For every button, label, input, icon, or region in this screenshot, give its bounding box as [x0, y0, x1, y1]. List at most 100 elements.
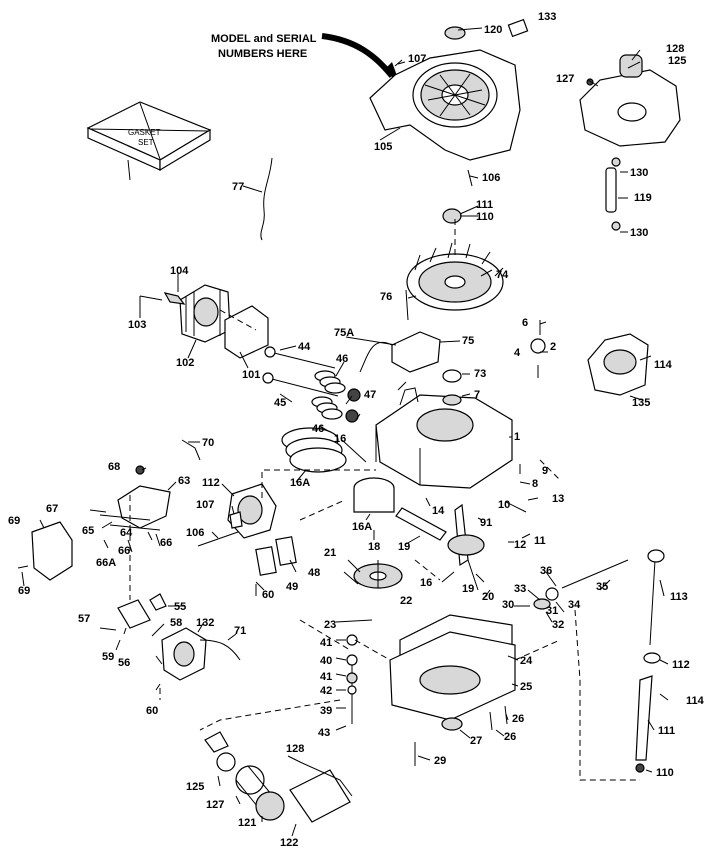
part-label-114: 114: [686, 695, 705, 707]
part-label-132: 132: [196, 617, 214, 629]
tube-111: [635, 675, 653, 761]
part-label: 107: [408, 53, 426, 65]
part-label: 127: [556, 73, 574, 85]
part-label-111: 111: [658, 725, 675, 737]
part-label-113: 113: [670, 591, 688, 603]
part-label-23: 23: [324, 619, 336, 631]
part-label: 91: [480, 517, 492, 529]
carburetor-132: [161, 627, 207, 681]
adapter-127: [216, 752, 236, 772]
part-label-60b: 60: [146, 705, 158, 717]
part-label-19b: 19: [462, 583, 474, 595]
part-label: 7: [474, 389, 480, 401]
part-label-25: 25: [520, 681, 532, 693]
part-label-36: 36: [540, 565, 552, 577]
piston-16a: [353, 477, 395, 513]
part-label: 69: [8, 515, 20, 527]
gasket-set-135: GASKET SET: [86, 101, 212, 172]
part-label-60a: 60: [262, 589, 274, 601]
part-label: 133: [538, 11, 556, 23]
washer-34: [545, 587, 559, 601]
part-label-128: 128: [286, 743, 304, 755]
part-label-32: 32: [552, 619, 564, 631]
part-label-122: 122: [280, 837, 298, 849]
blower-housing-95: [369, 49, 521, 161]
part-label-13: 13: [552, 493, 564, 505]
decal-130: [507, 18, 529, 38]
part-label-49: 49: [286, 581, 298, 593]
clamp-120-top: [611, 157, 621, 167]
part-label-8: 8: [532, 478, 538, 490]
spark-plug-94: [163, 292, 186, 305]
piston-rings-17: [281, 427, 347, 473]
part-label: 70: [202, 437, 214, 449]
part-label: 77: [232, 181, 244, 193]
part-label-41a: 41: [320, 637, 332, 649]
screw-106: [197, 531, 239, 547]
part-label: 16: [334, 433, 346, 445]
part-label: 6: [522, 317, 528, 329]
connecting-rod-19: [395, 507, 447, 541]
part-label-119: 119: [634, 192, 652, 204]
part-number-labels: 120 133 107 128 125 127 105 130 128 128 …: [8, 11, 705, 849]
screws-21: [343, 559, 361, 585]
part-label-9: 9: [542, 465, 548, 477]
cap-55: [149, 593, 167, 611]
part-label: 67: [46, 503, 58, 515]
seal-27: [441, 717, 463, 731]
part-label: 64: [120, 527, 133, 539]
part-label-26b: 26: [504, 731, 516, 743]
governor-control-61: [99, 485, 171, 531]
part-label: 114: [654, 359, 673, 371]
part-label: 125: [668, 55, 686, 67]
screws-26: [489, 705, 508, 731]
part-label: 65: [82, 525, 94, 537]
part-label-42: 42: [320, 685, 332, 697]
part-label: 46: [312, 423, 324, 435]
part-label-58: 58: [170, 617, 182, 629]
part-label: 45: [274, 397, 286, 409]
valve-44: [269, 351, 336, 369]
part-label: 63: [178, 475, 190, 487]
oil-sump-25: [389, 631, 516, 721]
part-label-57: 57: [78, 613, 90, 625]
screw-96: [467, 169, 473, 187]
part-label-110: 110: [656, 767, 674, 779]
nut-101-102: [442, 208, 462, 224]
part-label-121: 121: [238, 817, 256, 829]
washer-7: [442, 394, 462, 406]
part-label-34: 34: [568, 599, 581, 611]
bracket-68: [31, 521, 73, 581]
part-label: 106: [482, 172, 500, 184]
gasket-set-text-1: GASKET: [128, 128, 161, 137]
part-label: 103: [128, 319, 146, 331]
washer-4: [530, 338, 546, 354]
part-label-106: 106: [186, 527, 204, 539]
rewind-starter-133: [587, 333, 649, 396]
part-label: 120: [484, 24, 502, 36]
screw-67: [135, 465, 145, 475]
part-label-66: 66: [160, 537, 172, 549]
part-label: 46: [336, 353, 348, 365]
part-label: 4: [514, 347, 521, 359]
part-label: 130: [630, 167, 648, 179]
part-label: 66A: [96, 557, 116, 569]
part-label-39: 39: [320, 705, 332, 717]
part-label: 76: [380, 291, 392, 303]
gasket-49: [255, 546, 277, 576]
part-label: 16A: [290, 477, 310, 489]
screw-57: [99, 627, 117, 631]
part-label-12: 12: [514, 539, 526, 551]
cylinder-block-1: [375, 387, 513, 489]
part-label-55: 55: [174, 601, 186, 613]
link-70: [181, 439, 201, 461]
part-label: 68: [108, 461, 120, 473]
part-label-125: 125: [186, 781, 204, 793]
governor-shaft-35: [561, 559, 629, 589]
cylinder-head-92: [179, 284, 231, 343]
part-label: 2: [550, 341, 556, 353]
part-label-40: 40: [320, 655, 332, 667]
part-label: 102: [176, 357, 194, 369]
